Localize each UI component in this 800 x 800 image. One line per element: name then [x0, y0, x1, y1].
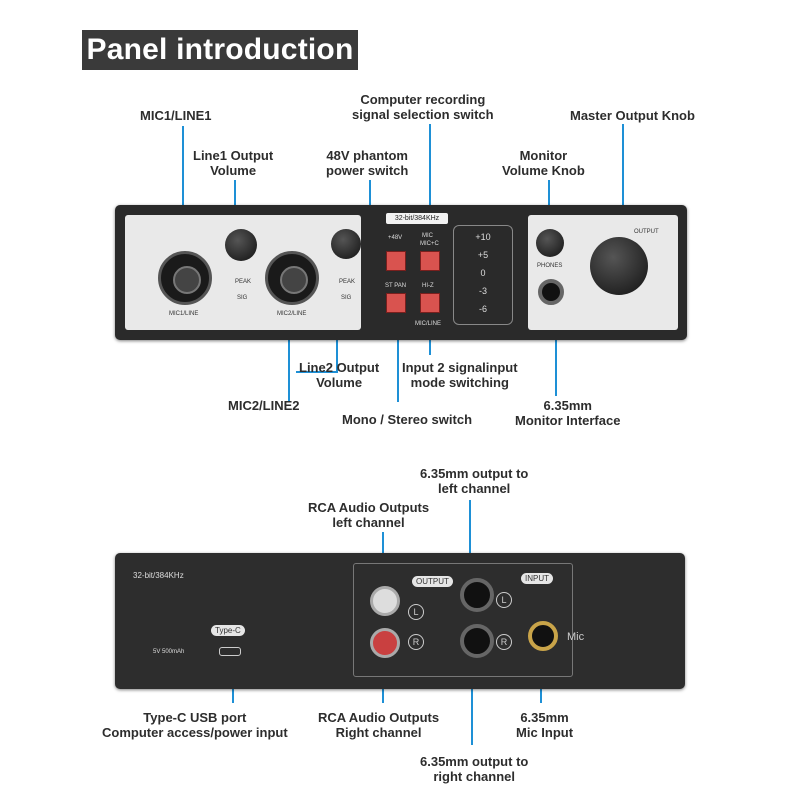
output-section: OUTPUT L L R R [353, 563, 573, 677]
meter-plus5: +5 [477, 250, 489, 260]
label-mic2-line2: MIC2/LINE2 [228, 398, 300, 413]
peak-label-2: PEAK [339, 279, 356, 285]
input-pill: INPUT [521, 573, 553, 584]
st-pan-label: ST PAN [385, 283, 407, 289]
mic2-line-label: MIC2/LINE [277, 311, 307, 317]
mic1-combo-jack[interactable] [158, 251, 212, 305]
line1-volume-knob[interactable] [225, 229, 257, 261]
hi-z-label: HI-Z [422, 283, 434, 289]
line2-volume-knob[interactable] [331, 229, 361, 259]
output-label: OUTPUT [634, 229, 659, 235]
peak-label-1: PEAK [235, 279, 252, 285]
plus48v-label: +48V [388, 235, 403, 241]
rca-right-jack[interactable] [370, 628, 400, 658]
out-right-635-jack[interactable] [460, 624, 494, 658]
mic-label-back: Mic [567, 631, 585, 643]
mic-c-label: MIC+C [420, 241, 439, 247]
sig-label-2: SIG [341, 295, 352, 301]
out-left-l-mark: L [496, 592, 512, 608]
power-spec-label: 5V 500mAh [153, 649, 185, 655]
resolution-badge: 32-bit/384KHz [386, 213, 448, 224]
page-title: Panel introduction [82, 30, 358, 70]
front-panel: PEAK SIG MIC1/LINE PEAK SIG MIC2/LINE 32… [115, 205, 687, 340]
meter-plus10: +10 [475, 232, 491, 242]
meter-zero: 0 [480, 268, 486, 278]
level-meter: +10 +5 0 -3 -6 [453, 225, 513, 325]
rca-right-r-mark: R [408, 634, 424, 650]
master-output-knob[interactable] [590, 237, 648, 295]
typec-port[interactable] [219, 647, 241, 656]
back-resolution-label: 32-bit/384KHz [133, 571, 184, 580]
headphone-jack[interactable] [538, 279, 564, 305]
out-right-r-mark: R [496, 634, 512, 650]
meter-minus3: -3 [478, 286, 487, 296]
output-pill: OUTPUT [412, 576, 453, 587]
typec-pill: Type-C [211, 625, 245, 636]
monitor-volume-knob[interactable] [536, 229, 564, 257]
out-left-635-jack[interactable] [460, 578, 494, 612]
mono-stereo-button[interactable] [386, 293, 406, 313]
mic-input-jack[interactable] [528, 621, 558, 651]
mic-line-bottom-label: MIC/LINE [415, 321, 442, 327]
meter-minus6: -6 [478, 304, 487, 314]
back-panel: 32-bit/384KHz Type-C 5V 500mAh OUTPUT L … [115, 553, 685, 689]
front-input-panel: PEAK SIG MIC1/LINE PEAK SIG MIC2/LINE [125, 215, 361, 330]
phones-label: PHONES [537, 263, 563, 269]
label-master-output-knob: Master Output Knob [570, 108, 695, 123]
label-mic1-line1: MIC1/LINE1 [140, 108, 212, 123]
mic2-combo-jack[interactable] [265, 251, 319, 305]
hi-z-button[interactable] [420, 293, 440, 313]
rca-left-l-mark: L [408, 604, 424, 620]
front-output-panel: PHONES OUTPUT [528, 215, 678, 330]
recording-select-button[interactable] [420, 251, 440, 271]
label-mono-stereo: Mono / Stereo switch [342, 412, 473, 427]
mic1-line-label: MIC1/LINE [169, 311, 199, 317]
mic-label: MIC [422, 233, 433, 239]
rca-left-jack[interactable] [370, 586, 400, 616]
phantom-48v-button[interactable] [386, 251, 406, 271]
sig-label-1: SIG [237, 295, 248, 301]
